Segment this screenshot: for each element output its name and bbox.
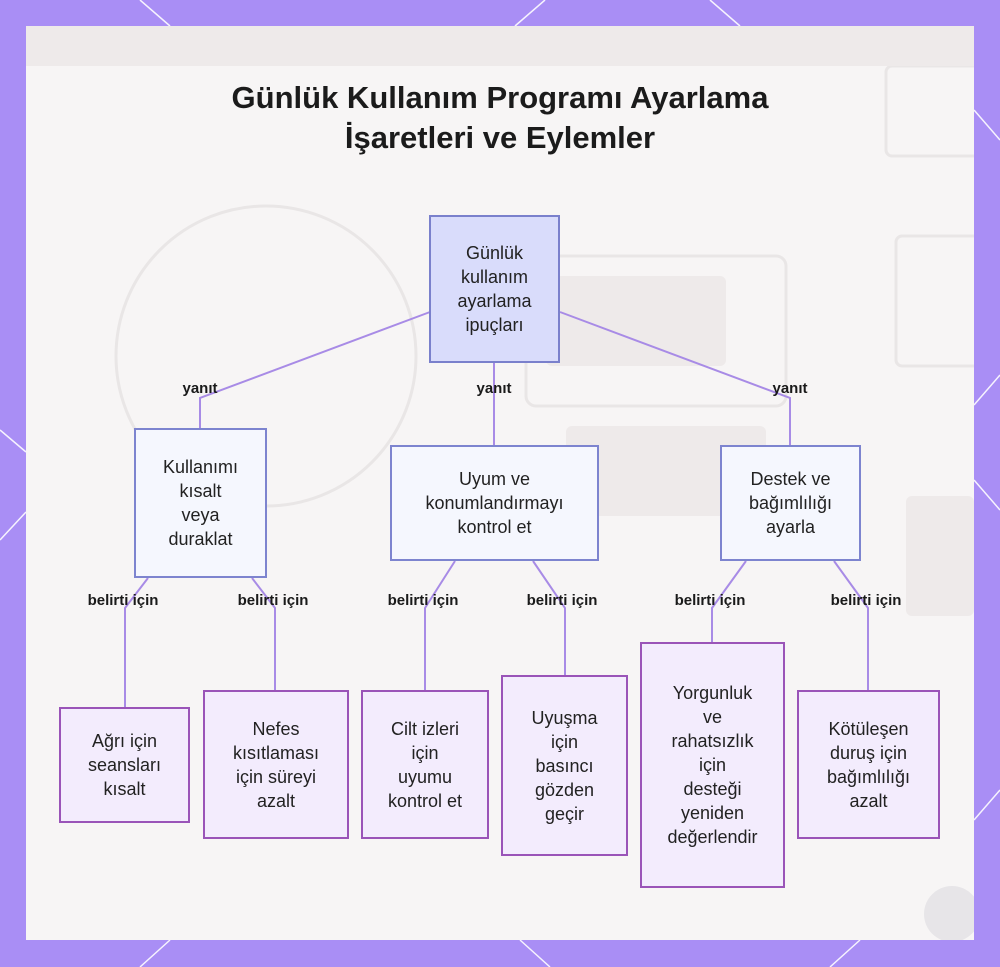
edge-label-fit: yanıt <box>476 380 512 397</box>
node-pain-label: Ağrı için seansları kısalt <box>87 731 162 799</box>
edge-fit-skin <box>424 560 456 690</box>
node-support: Destek ve bağımlılığı ayarla <box>720 445 861 561</box>
node-fit: Uyum ve konumlandırmayı kontrol et <box>390 445 599 561</box>
edge-support-fatigue <box>711 560 747 642</box>
edge-fit-numb <box>532 560 566 675</box>
edge-shorten-breath <box>251 577 276 690</box>
node-pain: Ağrı için seansları kısalt <box>59 707 190 823</box>
node-fatigue-label: Yorgunluk ve rahatsızlık için desteği ye… <box>667 683 758 847</box>
node-skin: Cilt izleri için uyumu kontrol et <box>361 690 489 839</box>
node-root: Günlük kullanım ayarlama ipuçları <box>429 215 560 363</box>
edge-shorten-pain <box>124 577 149 707</box>
edge-support-posture <box>833 560 869 690</box>
node-shorten: Kullanımı kısalt veya duraklat <box>134 428 267 578</box>
edge-label-posture: belirti için <box>830 592 902 609</box>
edge-label-shorten: yanıt <box>182 380 218 397</box>
edge-label-support: yanıt <box>772 380 808 397</box>
edge-label-numb: belirti için <box>526 592 598 609</box>
node-breath-label: Nefes kısıtlaması için süreyi azalt <box>232 718 320 811</box>
node-skin-label: Cilt izleri için uyumu kontrol et <box>387 718 463 811</box>
edge-label-breath: belirti için <box>237 592 309 609</box>
edge-root-shorten <box>199 311 431 428</box>
node-root-label: Günlük kullanım ayarlama ipuçları <box>457 243 532 335</box>
page-title: Günlük Kullanım Programı Ayarlama İşaret… <box>0 78 1000 158</box>
node-numb: Uyuşma için basıncı gözden geçir <box>501 675 628 856</box>
edge-root-support <box>559 311 791 445</box>
node-support-label: Destek ve bağımlılığı ayarla <box>748 469 833 537</box>
node-fatigue: Yorgunluk ve rahatsızlık için desteği ye… <box>640 642 785 888</box>
node-breath: Nefes kısıtlaması için süreyi azalt <box>203 690 349 839</box>
node-shorten-label: Kullanımı kısalt veya duraklat <box>162 457 239 549</box>
edge-label-skin: belirti için <box>387 592 459 609</box>
node-posture-label: Kötüleşen duruş için bağımlılığı azalt <box>826 718 911 811</box>
node-numb-label: Uyuşma için basıncı gözden geçir <box>531 707 598 824</box>
edge-label-pain: belirti için <box>87 592 159 609</box>
node-posture: Kötüleşen duruş için bağımlılığı azalt <box>797 690 940 839</box>
background-watermark <box>26 26 974 616</box>
node-fit-label: Uyum ve konumlandırmayı kontrol et <box>425 469 564 537</box>
title-line-1: Günlük Kullanım Programı Ayarlama <box>231 80 769 115</box>
watermark-logo-icon <box>924 886 974 940</box>
edge-label-fatigue: belirti için <box>674 592 746 609</box>
title-line-2: İşaretleri ve Eylemler <box>344 120 656 155</box>
